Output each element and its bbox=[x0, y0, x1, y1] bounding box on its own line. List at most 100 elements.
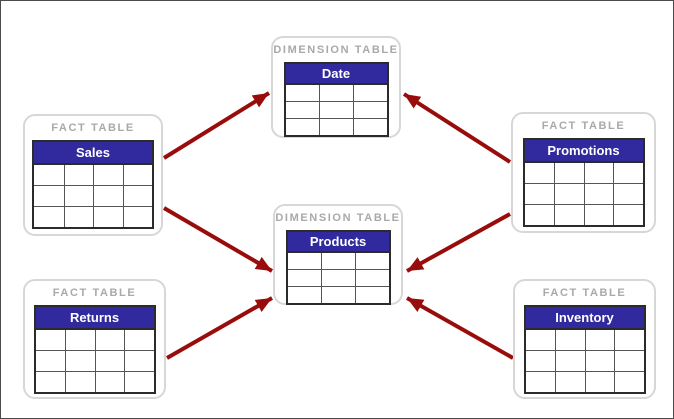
table-cell bbox=[354, 253, 389, 269]
table-cell bbox=[122, 165, 152, 185]
table-cell bbox=[524, 204, 554, 225]
table-promotions: Promotions bbox=[522, 138, 645, 227]
fact-table-card-promotions: FACT TABLE Promotions bbox=[511, 112, 656, 233]
table-returns: Returns bbox=[33, 305, 156, 394]
table-cell bbox=[65, 371, 95, 392]
table-cell bbox=[614, 371, 644, 392]
table-cell bbox=[287, 253, 322, 269]
table-cell bbox=[524, 183, 554, 204]
table-grid bbox=[35, 330, 154, 392]
table-cell bbox=[525, 330, 555, 350]
table-cell bbox=[94, 350, 124, 371]
table-cell bbox=[94, 371, 124, 392]
table-cell bbox=[122, 185, 152, 206]
table-cell bbox=[321, 286, 355, 303]
table-cell bbox=[285, 101, 320, 118]
table-cell bbox=[35, 371, 65, 392]
table-cell bbox=[554, 163, 584, 183]
arrow-sales-to-date bbox=[162, 91, 271, 160]
table-cell bbox=[93, 185, 123, 206]
table-inventory: Inventory bbox=[523, 305, 646, 394]
table-cell bbox=[554, 204, 584, 225]
table-type-label: FACT TABLE bbox=[542, 287, 627, 299]
table-title: Returns bbox=[35, 307, 154, 330]
table-cell bbox=[122, 206, 152, 227]
table-cell bbox=[34, 206, 64, 227]
table-cell bbox=[583, 183, 613, 204]
table-title: Sales bbox=[34, 142, 152, 165]
table-title: Promotions bbox=[524, 140, 643, 163]
table-cell bbox=[287, 269, 322, 286]
table-cell bbox=[285, 118, 320, 135]
table-grid bbox=[524, 163, 643, 225]
table-cell bbox=[63, 165, 93, 185]
table-cell bbox=[321, 253, 355, 269]
table-cell bbox=[613, 163, 643, 183]
table-cell bbox=[584, 350, 614, 371]
table-cell bbox=[613, 183, 643, 204]
table-type-label: FACT TABLE bbox=[52, 287, 137, 299]
table-cell bbox=[584, 371, 614, 392]
table-cell bbox=[65, 330, 95, 350]
table-cell bbox=[287, 286, 322, 303]
dimension-table-card-date: DIMENSION TABLE Date bbox=[271, 36, 401, 138]
table-title: Inventory bbox=[525, 307, 644, 330]
table-cell bbox=[319, 85, 353, 101]
table-cell bbox=[94, 330, 124, 350]
arrow-promotions-to-products bbox=[406, 212, 511, 273]
dimension-table-card-products: DIMENSION TABLE Products bbox=[273, 204, 403, 305]
table-cell bbox=[614, 330, 644, 350]
table-grid bbox=[285, 85, 387, 135]
table-cell bbox=[34, 165, 64, 185]
table-cell bbox=[93, 206, 123, 227]
table-type-label: FACT TABLE bbox=[51, 122, 135, 134]
table-cell bbox=[34, 185, 64, 206]
table-cell bbox=[319, 101, 353, 118]
table-title: Products bbox=[287, 232, 389, 253]
arrow-sales-to-products bbox=[162, 206, 274, 273]
arrow-promotions-to-date bbox=[402, 92, 512, 164]
table-cell bbox=[93, 165, 123, 185]
table-title: Date bbox=[285, 64, 387, 85]
table-grid bbox=[287, 253, 389, 303]
table-cell bbox=[354, 286, 389, 303]
table-cell bbox=[65, 350, 95, 371]
arrow-returns-to-products bbox=[166, 296, 273, 360]
table-date: Date bbox=[283, 62, 389, 137]
table-cell bbox=[555, 330, 585, 350]
table-cell bbox=[525, 371, 555, 392]
table-cell bbox=[584, 330, 614, 350]
table-cell bbox=[354, 269, 389, 286]
table-type-label: FACT TABLE bbox=[541, 120, 626, 132]
table-cell bbox=[319, 118, 353, 135]
table-cell bbox=[583, 163, 613, 183]
table-cell bbox=[35, 350, 65, 371]
table-sales: Sales bbox=[32, 140, 154, 229]
table-cell bbox=[613, 204, 643, 225]
table-cell bbox=[124, 350, 154, 371]
table-cell bbox=[124, 371, 154, 392]
table-grid bbox=[525, 330, 644, 392]
table-type-label: DIMENSION TABLE bbox=[273, 44, 399, 56]
table-cell bbox=[352, 118, 387, 135]
table-cell bbox=[63, 206, 93, 227]
table-cell bbox=[285, 85, 320, 101]
table-products: Products bbox=[285, 230, 391, 305]
table-cell bbox=[554, 183, 584, 204]
table-cell bbox=[524, 163, 554, 183]
fact-table-card-sales: FACT TABLE Sales bbox=[23, 114, 163, 236]
table-cell bbox=[555, 371, 585, 392]
table-cell bbox=[555, 350, 585, 371]
fact-table-card-returns: FACT TABLE Returns bbox=[23, 279, 166, 399]
table-cell bbox=[352, 85, 387, 101]
table-cell bbox=[63, 185, 93, 206]
table-cell bbox=[614, 350, 644, 371]
table-cell bbox=[321, 269, 355, 286]
table-cell bbox=[124, 330, 154, 350]
table-cell bbox=[35, 330, 65, 350]
table-cell bbox=[583, 204, 613, 225]
table-grid bbox=[34, 165, 152, 227]
table-cell bbox=[352, 101, 387, 118]
table-type-label: DIMENSION TABLE bbox=[275, 212, 401, 224]
